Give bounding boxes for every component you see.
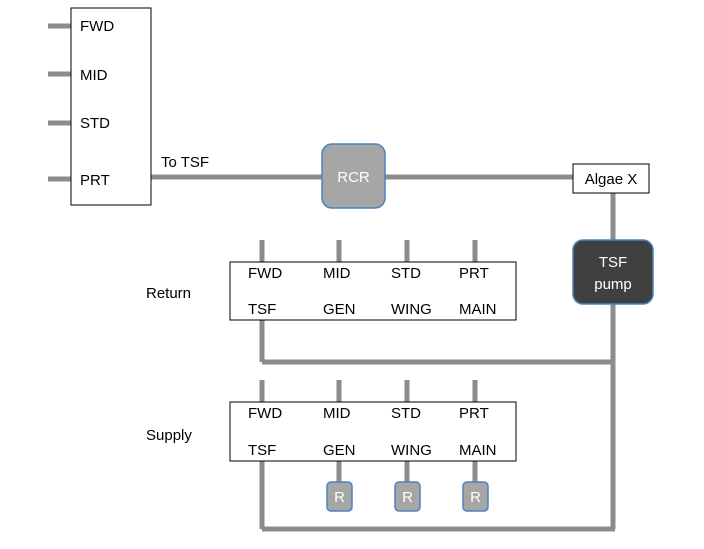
supply-bottom-gen: GEN — [323, 442, 356, 459]
regulator-wing-label: R — [402, 489, 413, 506]
to-tsf-label: To TSF — [161, 154, 209, 171]
manifold-port-std: STD — [80, 115, 110, 132]
supply-bottom-wing: WING — [391, 442, 432, 459]
manifold-port-fwd: FWD — [80, 18, 114, 35]
return-bottom-wing: WING — [391, 301, 432, 318]
supply-manifold-box — [229, 401, 517, 462]
tsf-pump-label-line2: pump — [594, 276, 632, 293]
return-manifold-box — [229, 261, 517, 321]
tsf-pump-component — [572, 239, 654, 305]
supply-top-std: STD — [391, 405, 421, 422]
supply-label: Supply — [146, 427, 192, 444]
supply-top-fwd: FWD — [248, 405, 282, 422]
supply-top-prt: PRT — [459, 405, 489, 422]
supply-top-mid: MID — [323, 405, 351, 422]
tank-manifold-box — [70, 7, 152, 206]
return-top-std: STD — [391, 265, 421, 282]
return-bottom-gen: GEN — [323, 301, 356, 318]
return-top-fwd: FWD — [248, 265, 282, 282]
manifold-port-mid: MID — [80, 67, 108, 84]
supply-bottom-tsf: TSF — [248, 442, 276, 459]
tsf-pump-label-line1: TSF — [599, 254, 627, 271]
regulator-gen-label: R — [334, 489, 345, 506]
return-top-mid: MID — [323, 265, 351, 282]
return-top-prt: PRT — [459, 265, 489, 282]
algae-x-label: Algae X — [585, 171, 638, 188]
regulator-wing — [394, 481, 421, 512]
regulator-gen — [326, 481, 353, 512]
rcr-component — [321, 143, 386, 209]
return-bottom-tsf: TSF — [248, 301, 276, 318]
algae-x-box — [572, 163, 650, 194]
return-label: Return — [146, 285, 191, 302]
return-bottom-main: MAIN — [459, 301, 497, 318]
supply-bottom-main: MAIN — [459, 442, 497, 459]
manifold-port-prt: PRT — [80, 172, 110, 189]
regulator-main — [462, 481, 489, 512]
regulator-main-label: R — [470, 489, 481, 506]
rcr-label: RCR — [337, 169, 370, 186]
